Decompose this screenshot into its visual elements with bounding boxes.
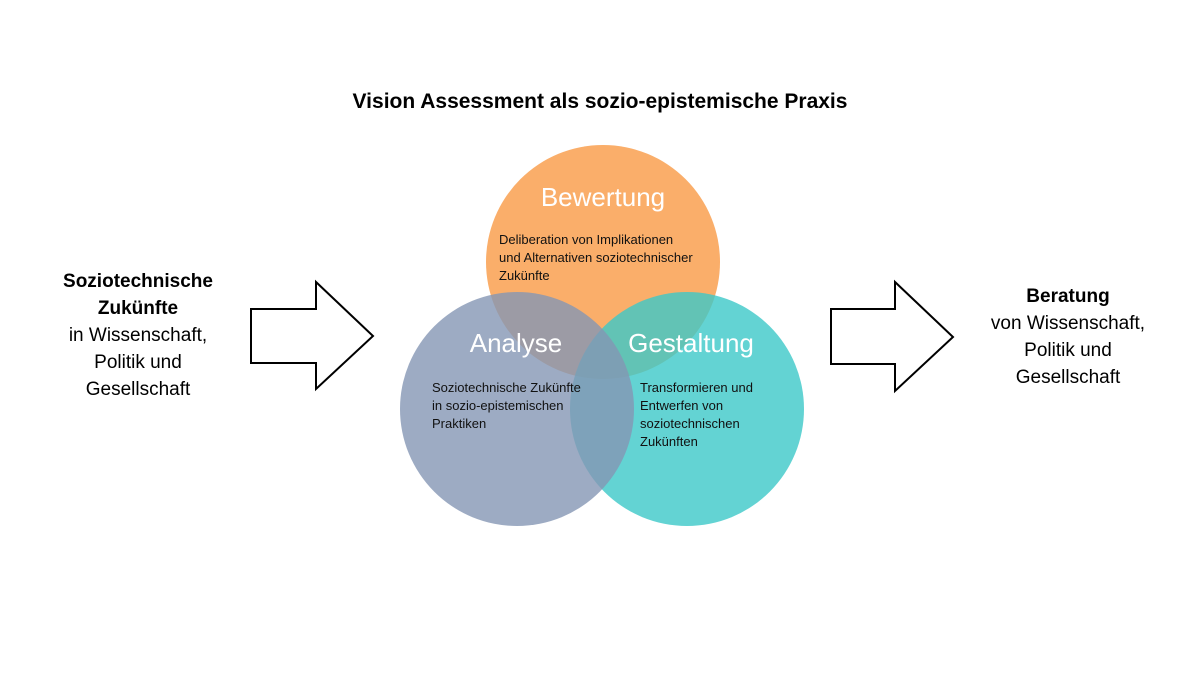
gestaltung-title: Gestaltung	[628, 328, 754, 358]
output-body-line-3: Gesellschaft	[1015, 367, 1121, 388]
analyse-title: Analyse	[469, 328, 563, 358]
gestaltung-circle	[570, 292, 804, 526]
analyse-description: Soziotechnische Zukünfte in sozio-episte…	[432, 379, 581, 433]
gestaltung-desc-line-2: Entwerfen von	[640, 398, 724, 413]
output-label: Beratung von Wissenschaft, Politik und G…	[968, 283, 1168, 391]
analyse-desc-line-1: Soziotechnische Zukünfte	[432, 380, 581, 395]
bewertung-desc-line-2: und Alternativen soziotechnischer	[499, 250, 693, 265]
input-body-line-1: in Wissenschaft,	[68, 325, 208, 346]
gestaltung-desc-line-3: soziotechnischen	[640, 416, 740, 431]
bewertung-desc-line-3: Zukünfte	[499, 268, 550, 283]
output-heading-line-1: Beratung	[1026, 286, 1110, 307]
output-arrow-icon	[830, 279, 955, 394]
analyse-desc-line-2: in sozio-epistemischen	[432, 398, 564, 413]
gestaltung-description: Transformieren und Entwerfen von soziote…	[640, 379, 753, 451]
output-body-line-2: Politik und	[1024, 340, 1112, 361]
input-heading-line-1: Soziotechnische	[63, 271, 213, 292]
bewertung-desc-line-1: Deliberation von Implikationen	[499, 232, 674, 247]
diagram-title: Vision Assessment als sozio-epistemische…	[352, 90, 848, 113]
input-body-line-3: Gesellschaft	[85, 379, 191, 400]
input-label: Soziotechnische Zukünfte in Wissenschaft…	[38, 268, 238, 403]
input-arrow-icon	[250, 279, 375, 392]
bewertung-description: Deliberation von Implikationen und Alter…	[499, 231, 693, 285]
analyse-desc-line-3: Praktiken	[432, 416, 487, 431]
analyse-circle	[400, 292, 634, 526]
input-heading-line-2: Zukünfte	[97, 298, 179, 319]
gestaltung-desc-line-1: Transformieren und	[640, 380, 753, 395]
gestaltung-desc-line-4: Zukünften	[640, 434, 698, 449]
output-body-line-1: von Wissenschaft,	[990, 313, 1146, 334]
bewertung-title: Bewertung	[540, 182, 666, 212]
input-body-line-2: Politik und	[94, 352, 182, 373]
